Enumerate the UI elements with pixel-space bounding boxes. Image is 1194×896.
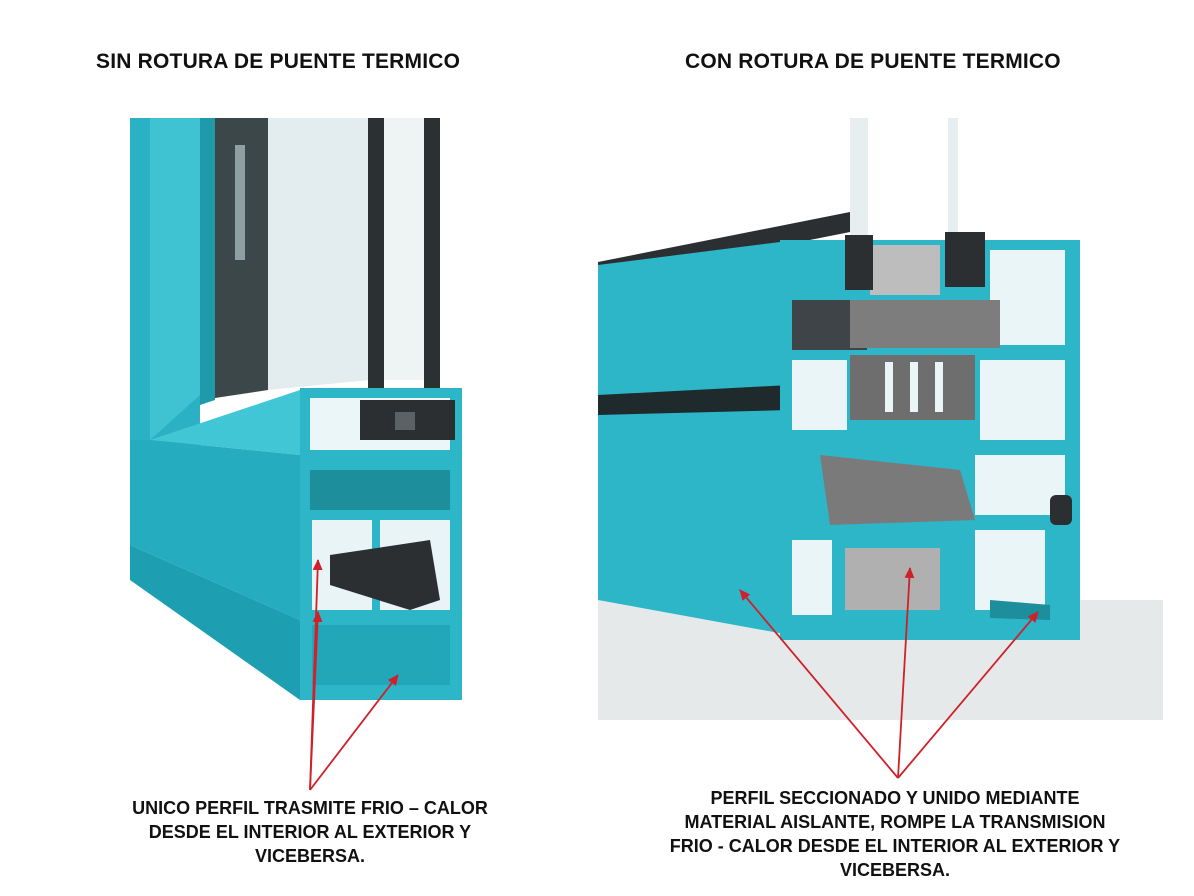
left-caption-line: UNICO PERFIL TRASMITE FRIO – CALOR <box>132 798 488 818</box>
right-arrows <box>739 567 1039 779</box>
right-caption-line: FRIO - CALOR DESDE EL INTERIOR AL EXTERI… <box>669 836 1121 856</box>
right-weatherstrip <box>1050 495 1072 525</box>
right-insulation-bottom <box>845 548 940 610</box>
right-panel-caption: PERFIL SECCIONADO Y UNIDO MEDIANTE MATER… <box>630 786 1160 882</box>
right-section-chamber-midleft <box>792 360 847 430</box>
right-arrow-2 <box>897 567 915 779</box>
left-glass-gasket-1 <box>368 118 384 388</box>
right-glass-pane-left <box>850 118 868 263</box>
left-frame-bottom-face <box>130 440 300 620</box>
left-sash-vertical <box>200 118 215 405</box>
right-caption-line: MATERIAL AISLANTE, ROMPE LA TRANSMISION <box>684 812 1106 832</box>
right-panel-title: CON ROTURA DE PUENTE TERMICO <box>685 50 1061 73</box>
left-caption-line: DESDE EL INTERIOR AL EXTERIOR Y <box>148 822 472 842</box>
left-frame-vertical-side <box>150 118 200 440</box>
right-polyamide-rib-2 <box>910 362 918 412</box>
right-glazing-foam <box>870 245 940 295</box>
left-arrows <box>309 559 399 791</box>
left-arrow-2 <box>309 611 323 791</box>
left-profile-illustration <box>130 118 462 700</box>
left-section-gasket <box>330 540 440 610</box>
left-section-chamber-2 <box>310 470 450 510</box>
right-frame-face <box>598 242 790 635</box>
right-caption-line: VICEBERSA. <box>839 860 951 880</box>
left-panel-title: SIN ROTURA DE PUENTE TERMICO <box>96 50 461 73</box>
right-glazing-gasket-right <box>945 232 985 287</box>
right-caption-line: PERFIL SECCIONADO Y UNIDO MEDIANTE <box>710 788 1080 808</box>
left-panel-caption: UNICO PERFIL TRASMITE FRIO – CALOR DESDE… <box>100 796 520 868</box>
right-section-chamber-midright <box>980 360 1065 440</box>
left-section-chamber-5 <box>312 625 450 685</box>
right-polyamide-strip-bottom <box>820 455 975 525</box>
right-arrow-1 <box>739 589 899 779</box>
right-glazing-gasket-left <box>845 235 873 290</box>
left-handle-slot <box>235 145 245 260</box>
left-caption-line: VICEBERSA. <box>254 846 366 866</box>
right-frame-face-groove <box>598 385 790 415</box>
right-profile-illustration <box>598 118 1163 720</box>
left-glass-pane-2 <box>384 118 424 380</box>
right-insulation-top <box>850 300 1000 348</box>
right-polyamide-rib-3 <box>935 362 943 412</box>
right-polyamide-rib-1 <box>885 362 893 412</box>
right-section-chamber-topright <box>990 250 1065 345</box>
right-section-chamber-bottomright <box>975 530 1045 610</box>
left-glazing-bead-inner <box>395 412 415 430</box>
right-arrow-3 <box>897 611 1039 779</box>
left-glass-pane <box>268 118 370 390</box>
left-glass-gasket-2 <box>424 118 440 388</box>
left-frame-bottom-lower <box>130 545 300 700</box>
left-arrow-3 <box>309 674 399 791</box>
right-glass-pane-right <box>948 118 958 263</box>
right-section-chamber-bottomleft <box>792 540 832 615</box>
